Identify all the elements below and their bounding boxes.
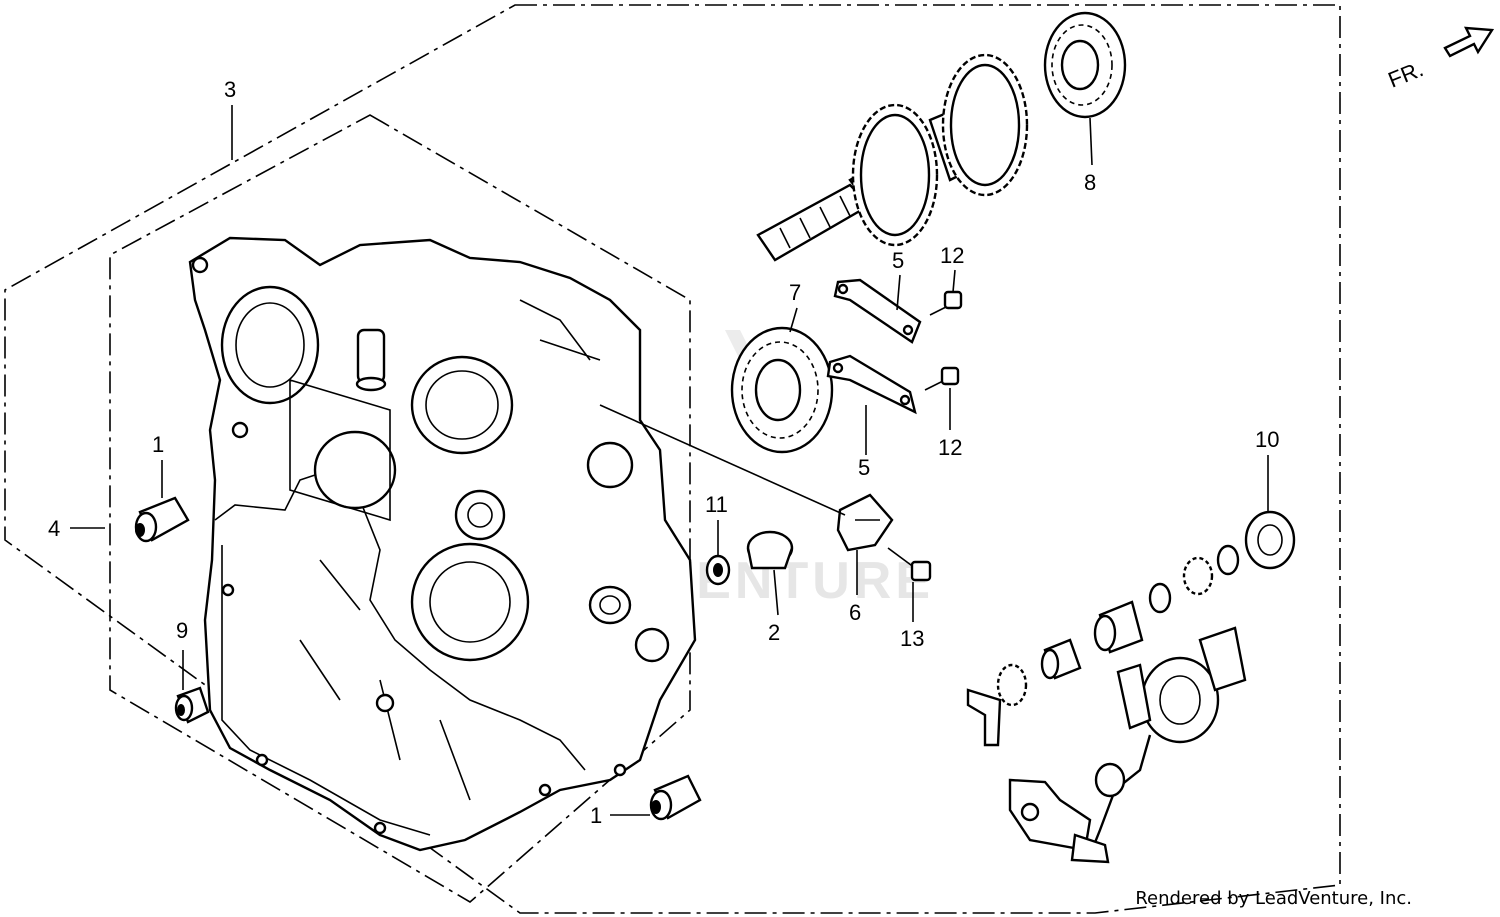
bolt-12b bbox=[924, 366, 960, 391]
callout-7: 7 bbox=[789, 280, 801, 305]
callout-6: 6 bbox=[849, 600, 861, 625]
callout-10: 10 bbox=[1255, 427, 1279, 452]
credit-footer: Rendered by LeadVenture, Inc. bbox=[1135, 888, 1412, 909]
washer-11 bbox=[705, 554, 731, 586]
bracket-6 bbox=[836, 493, 894, 552]
front-direction-marker: FR. bbox=[1385, 26, 1495, 93]
callout-12-top: 12 bbox=[940, 243, 964, 268]
seal-10 bbox=[1244, 510, 1296, 570]
plug-2 bbox=[746, 530, 794, 570]
bearing-7 bbox=[730, 326, 834, 454]
mount-bushing-9 bbox=[174, 686, 210, 724]
case-boundary bbox=[109, 114, 691, 903]
mount-bushing-1a bbox=[134, 496, 190, 543]
callout-8: 8 bbox=[1084, 170, 1096, 195]
callouts: 3 4 1 9 1 2 11 6 13 7 5 5 12 12 8 10 bbox=[48, 77, 1279, 828]
callout-9: 9 bbox=[176, 618, 188, 643]
callout-3: 3 bbox=[224, 77, 236, 102]
callout-4: 4 bbox=[48, 516, 60, 541]
leader-lines bbox=[70, 105, 1269, 816]
callout-12-bottom: 12 bbox=[938, 435, 962, 460]
callout-5-bottom: 5 bbox=[858, 455, 870, 480]
transmission-case bbox=[188, 236, 697, 852]
bolt-13 bbox=[887, 547, 932, 582]
callout-13: 13 bbox=[900, 626, 924, 651]
bolt-12a bbox=[929, 290, 963, 316]
callout-1-bottom: 1 bbox=[590, 803, 602, 828]
bearing-plate-5b bbox=[826, 354, 917, 415]
release-bearing-assembly bbox=[966, 544, 1247, 864]
callout-5-top: 5 bbox=[892, 248, 904, 273]
assembly-boundary-outer bbox=[4, 4, 1341, 914]
countershaft-assembly bbox=[756, 53, 1029, 262]
callout-2: 2 bbox=[768, 620, 780, 645]
callout-1-top: 1 bbox=[152, 432, 164, 457]
front-label: FR. bbox=[1385, 56, 1427, 92]
bearing-8 bbox=[1043, 11, 1127, 119]
mount-bushing-1b bbox=[649, 774, 702, 821]
bearing-plate-5a bbox=[833, 278, 922, 344]
callout-11: 11 bbox=[705, 492, 728, 517]
